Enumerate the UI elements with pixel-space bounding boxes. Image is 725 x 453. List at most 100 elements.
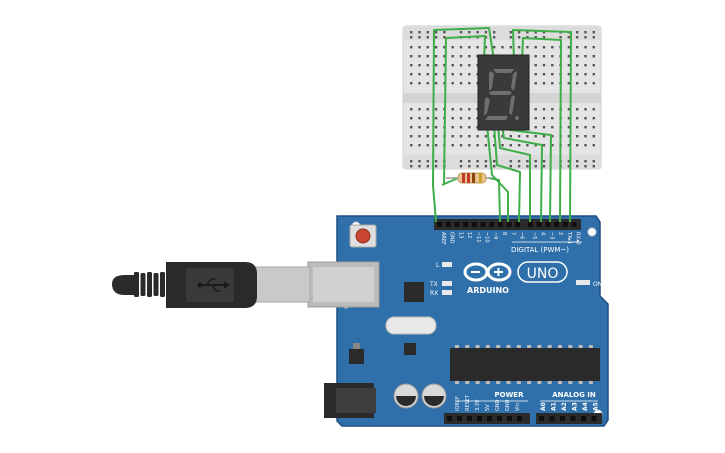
breadboard-hole[interactable]	[434, 117, 438, 120]
breadboard-hole[interactable]	[551, 126, 554, 129]
breadboard-hole[interactable]	[434, 135, 438, 138]
breadboard-hole[interactable]	[526, 46, 529, 49]
breadboard-hole[interactable]	[426, 73, 429, 76]
breadboard-hole[interactable]	[534, 135, 537, 138]
power-pin-socket[interactable]	[467, 416, 472, 421]
breadboard-hole[interactable]	[426, 160, 429, 163]
breadboard-hole[interactable]	[542, 82, 546, 85]
power-pin-socket[interactable]	[507, 416, 512, 421]
breadboard-hole[interactable]	[576, 126, 579, 129]
breadboard-hole[interactable]	[434, 126, 438, 129]
breadboard-hole[interactable]	[567, 144, 571, 147]
breadboard-hole[interactable]	[567, 36, 571, 39]
breadboard-hole[interactable]	[410, 144, 413, 147]
breadboard-hole[interactable]	[509, 36, 512, 39]
breadboard-hole[interactable]	[434, 46, 438, 49]
breadboard-hole[interactable]	[410, 126, 413, 129]
breadboard-hole[interactable]	[567, 108, 571, 111]
breadboard-hole[interactable]	[434, 64, 438, 67]
breadboard-hole[interactable]	[567, 55, 571, 58]
breadboard-hole[interactable]	[576, 31, 579, 34]
seven-segment-display[interactable]: 8	[477, 54, 530, 131]
breadboard-hole[interactable]	[451, 64, 454, 67]
breadboard-hole[interactable]	[476, 144, 479, 147]
breadboard-hole[interactable]	[526, 144, 529, 147]
breadboard-hole[interactable]	[484, 135, 488, 138]
breadboard-hole[interactable]	[534, 64, 537, 67]
breadboard-hole[interactable]	[576, 46, 579, 49]
breadboard-hole[interactable]	[584, 31, 587, 34]
power-pin-socket[interactable]	[447, 416, 452, 421]
breadboard-hole[interactable]	[576, 117, 579, 120]
digital-pin-socket[interactable]	[571, 222, 577, 227]
breadboard-hole[interactable]	[418, 117, 421, 120]
breadboard-hole[interactable]	[476, 46, 479, 49]
breadboard-hole[interactable]	[567, 64, 571, 67]
breadboard-hole[interactable]	[567, 82, 571, 85]
breadboard-hole[interactable]	[526, 31, 529, 34]
breadboard-hole[interactable]	[459, 46, 463, 49]
digital-pin-socket[interactable]	[545, 222, 551, 227]
breadboard-hole[interactable]	[584, 108, 587, 111]
breadboard-hole[interactable]	[542, 126, 546, 129]
breadboard-hole[interactable]	[584, 64, 587, 67]
breadboard-hole[interactable]	[459, 165, 463, 168]
power-pin-socket[interactable]	[477, 416, 482, 421]
breadboard-hole[interactable]	[468, 46, 471, 49]
analog-pin-socket[interactable]	[591, 416, 597, 421]
breadboard-hole[interactable]	[509, 31, 512, 34]
breadboard-hole[interactable]	[451, 55, 454, 58]
power-pin-socket[interactable]	[457, 416, 462, 421]
breadboard-hole[interactable]	[426, 46, 429, 49]
digital-pin-socket[interactable]	[454, 222, 460, 227]
breadboard-hole[interactable]	[576, 36, 579, 39]
breadboard-hole[interactable]	[584, 117, 587, 120]
breadboard-hole[interactable]	[509, 160, 512, 163]
breadboard-hole[interactable]	[418, 73, 421, 76]
breadboard-hole[interactable]	[542, 160, 546, 163]
breadboard-hole[interactable]	[592, 126, 595, 129]
digital-pin-socket[interactable]	[536, 222, 542, 227]
wire-pin-2[interactable]	[512, 29, 572, 223]
breadboard-hole[interactable]	[534, 144, 537, 147]
breadboard-hole[interactable]	[592, 108, 595, 111]
breadboard-hole[interactable]	[418, 135, 421, 138]
breadboard-hole[interactable]	[434, 55, 438, 58]
bottom-header-sockets[interactable]	[447, 416, 597, 421]
breadboard-hole[interactable]	[592, 165, 595, 168]
breadboard-hole[interactable]	[468, 135, 471, 138]
breadboard-hole[interactable]	[567, 73, 571, 76]
breadboard-hole[interactable]	[534, 165, 537, 168]
breadboard-hole[interactable]	[551, 144, 554, 147]
breadboard-hole[interactable]	[451, 126, 454, 129]
breadboard-hole[interactable]	[584, 144, 587, 147]
breadboard-hole[interactable]	[459, 82, 463, 85]
breadboard-hole[interactable]	[451, 117, 454, 120]
digital-pin-socket[interactable]	[528, 222, 533, 227]
breadboard-hole[interactable]	[542, 46, 546, 49]
breadboard-hole[interactable]	[426, 64, 429, 67]
breadboard-hole[interactable]	[584, 36, 587, 39]
breadboard-hole[interactable]	[534, 73, 537, 76]
breadboard-hole[interactable]	[542, 36, 546, 39]
breadboard-hole[interactable]	[410, 64, 413, 67]
breadboard-hole[interactable]	[476, 160, 479, 163]
breadboard-hole[interactable]	[484, 160, 488, 163]
power-pin-socket[interactable]	[487, 416, 492, 421]
breadboard-hole[interactable]	[426, 126, 429, 129]
digital-pin-socket[interactable]	[554, 222, 560, 227]
breadboard-hole[interactable]	[517, 46, 521, 49]
breadboard-hole[interactable]	[576, 55, 579, 58]
breadboard-hole[interactable]	[410, 160, 413, 163]
breadboard-hole[interactable]	[434, 108, 438, 111]
breadboard-hole[interactable]	[493, 31, 496, 34]
breadboard-hole[interactable]	[410, 55, 413, 58]
digital-pin-socket[interactable]	[463, 222, 469, 227]
breadboard-hole[interactable]	[443, 73, 446, 76]
breadboard-hole[interactable]	[484, 165, 488, 168]
breadboard-hole[interactable]	[418, 55, 421, 58]
breadboard-hole[interactable]	[410, 31, 413, 34]
breadboard-hole[interactable]	[468, 165, 471, 168]
digital-header-sockets[interactable]	[437, 222, 577, 227]
